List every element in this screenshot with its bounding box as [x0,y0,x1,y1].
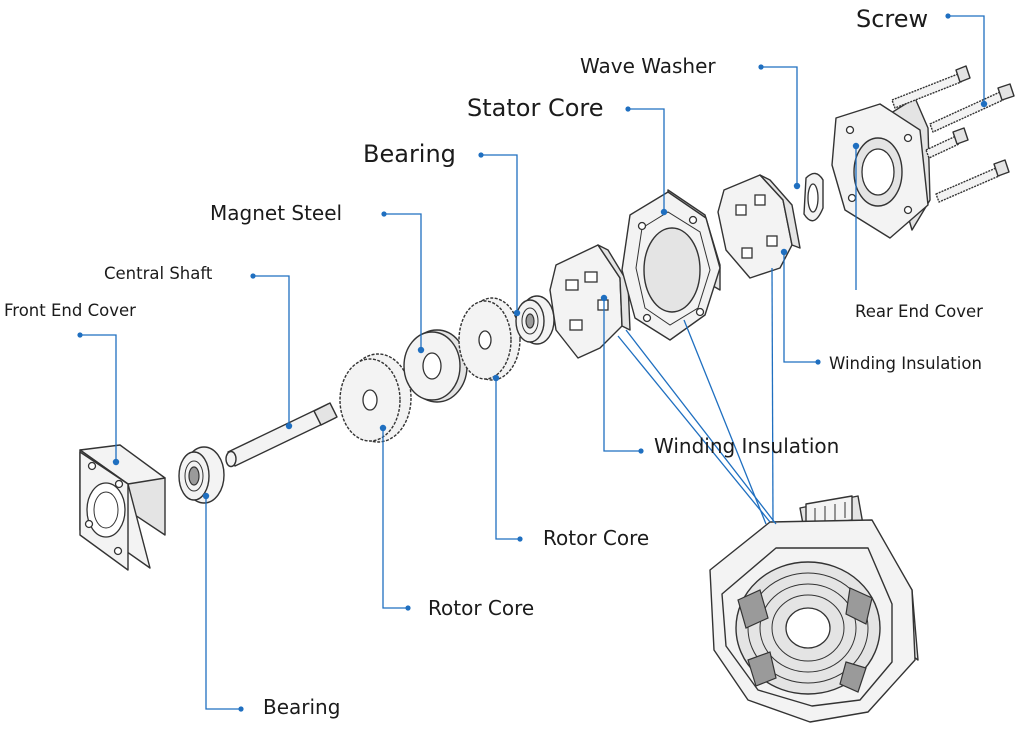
label-rotor-core-lower: Rotor Core [428,596,535,620]
label-winding-insulation-right: Winding Insulation [829,354,982,373]
label-front-end-cover: Front End Cover [4,301,136,320]
leader-lines [77,13,988,712]
label-wave-washer: Wave Washer [580,54,716,78]
wave-washer-part [803,172,824,222]
winding-insulation-right-part [717,174,801,279]
label-screw: Screw [856,5,929,33]
screw-1-part [891,65,971,109]
magnet-steel-part [403,329,468,403]
rotor-core-lower-part [339,353,412,443]
label-winding-insulation-center: Winding Insulation [654,434,840,458]
label-rotor-core-upper: Rotor Core [543,526,650,550]
stator-core-part [621,189,721,341]
front-end-cover-part [79,444,166,571]
assembled-motor-part [709,495,919,723]
screw-4-part [935,159,1010,203]
label-stator-core: Stator Core [467,94,604,122]
screw-3-part [925,127,969,159]
label-central-shaft: Central Shaft [104,264,213,283]
rotor-core-upper-part [458,297,521,381]
screw-2-part [929,83,1015,133]
winding-insulation-center-part [549,244,631,359]
rear-end-cover-part [831,97,931,239]
label-bearing-bottom: Bearing [263,695,341,719]
label-bearing-top: Bearing [363,140,456,168]
label-rear-end-cover: Rear End Cover [855,302,983,321]
bearing-bottom-part [178,446,225,504]
central-shaft-part [225,402,338,468]
bearing-top-part [515,295,555,345]
label-magnet-steel: Magnet Steel [210,201,343,225]
